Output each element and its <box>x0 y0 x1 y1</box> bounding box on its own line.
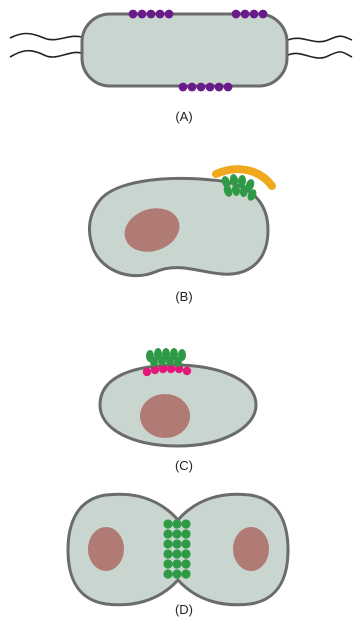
panel-label-c: (C) <box>164 458 204 473</box>
nucleus-right <box>233 527 269 571</box>
panel-label-b: (B) <box>164 289 204 304</box>
panel-label-d: (D) <box>164 602 204 617</box>
panel-b-diagram <box>90 169 272 276</box>
flagellum-left-bottom <box>10 51 85 57</box>
purple-dot-cluster-top-left <box>129 10 174 19</box>
flagellum-left-top <box>10 34 85 40</box>
nucleus-left <box>88 527 124 571</box>
bacterial-cell <box>82 14 287 86</box>
flagellum-right-bottom <box>288 52 352 58</box>
nucleus <box>140 394 190 438</box>
flagellum-right-top <box>288 36 352 42</box>
panel-d-diagram <box>68 494 288 605</box>
panel-a-diagram <box>10 10 352 92</box>
panel-label-a: (A) <box>164 109 204 124</box>
panel-c-diagram <box>100 348 256 446</box>
